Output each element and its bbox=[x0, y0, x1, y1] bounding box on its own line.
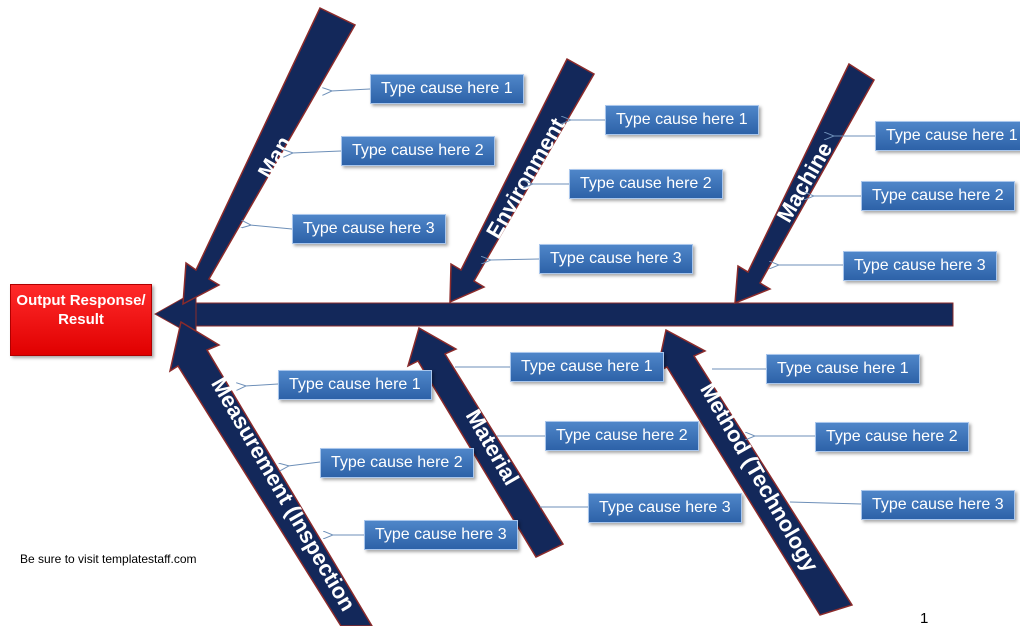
category-label-environment: Environment bbox=[481, 113, 570, 243]
connector-man-2 bbox=[292, 151, 342, 153]
cause-material-2[interactable]: Type cause here 2 bbox=[545, 421, 699, 451]
bone-machine bbox=[734, 62, 876, 305]
cause-machine-3[interactable]: Type cause here 3 bbox=[843, 251, 997, 281]
spine-arrow bbox=[153, 290, 954, 338]
cause-material-1[interactable]: Type cause here 1 bbox=[510, 352, 664, 382]
cause-material-3[interactable]: Type cause here 3 bbox=[588, 493, 742, 523]
connector-meas-1 bbox=[245, 384, 279, 386]
connector-meas-2 bbox=[288, 461, 321, 466]
cause-man-3[interactable]: Type cause here 3 bbox=[292, 214, 446, 244]
cause-machine-1[interactable]: Type cause here 1 bbox=[875, 121, 1020, 151]
cause-measurement-1[interactable]: Type cause here 1 bbox=[278, 370, 432, 400]
bone-measurement bbox=[168, 320, 373, 626]
cause-measurement-2[interactable]: Type cause here 2 bbox=[320, 448, 474, 478]
category-label-machine: Machine bbox=[772, 138, 838, 227]
connector-meth-3 bbox=[789, 501, 862, 505]
cause-man-2[interactable]: Type cause here 2 bbox=[341, 136, 495, 166]
cause-method-1[interactable]: Type cause here 1 bbox=[766, 354, 920, 384]
cause-connectors bbox=[245, 89, 875, 535]
cause-measurement-3[interactable]: Type cause here 3 bbox=[364, 520, 518, 550]
category-label-method: Method (Technology bbox=[695, 378, 824, 576]
connector-man-3 bbox=[250, 225, 293, 230]
output-result-box[interactable]: Output Response/ Result bbox=[10, 284, 152, 356]
category-label-measurement: Measurement (Inspection bbox=[206, 373, 360, 615]
connector-env-3 bbox=[490, 259, 540, 260]
cause-method-2[interactable]: Type cause here 2 bbox=[815, 422, 969, 452]
bone-man bbox=[182, 6, 357, 306]
cause-method-3[interactable]: Type cause here 3 bbox=[861, 490, 1015, 520]
page-number: 1 bbox=[920, 610, 929, 627]
bone-material bbox=[406, 326, 565, 558]
footer-note: Be sure to visit templatestaff.com bbox=[20, 552, 197, 566]
cause-machine-2[interactable]: Type cause here 2 bbox=[861, 181, 1015, 211]
cause-environment-2[interactable]: Type cause here 2 bbox=[569, 169, 723, 199]
cause-environment-3[interactable]: Type cause here 3 bbox=[539, 244, 693, 274]
cause-man-1[interactable]: Type cause here 1 bbox=[370, 74, 524, 104]
output-label: Output Response/ Result bbox=[16, 292, 146, 328]
connector-man-1 bbox=[331, 89, 371, 91]
bone-environment bbox=[449, 57, 596, 304]
cause-environment-1[interactable]: Type cause here 1 bbox=[605, 105, 759, 135]
